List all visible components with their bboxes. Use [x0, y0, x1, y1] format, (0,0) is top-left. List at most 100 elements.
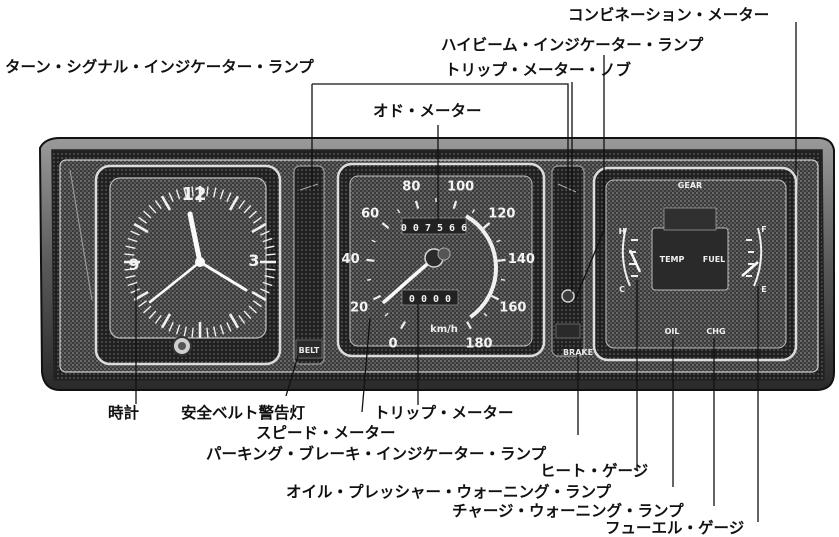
- oil-lamp-text: OIL: [665, 327, 680, 336]
- clock-tick: [265, 253, 276, 256]
- clock-tick: [243, 310, 252, 319]
- fuel-gauge-scale: F E: [741, 225, 767, 294]
- clock-tick: [191, 327, 194, 338]
- speedometer-tick: [366, 258, 375, 262]
- label-odometer: オド・メーター: [373, 102, 482, 120]
- speedometer-needle: [382, 256, 436, 304]
- speedometer-tick: [381, 222, 390, 229]
- clock-tick: [213, 187, 217, 198]
- clock-tick: [262, 281, 273, 287]
- clock-tick-marks: [124, 186, 276, 338]
- belt-lamp-text: BELT: [299, 346, 320, 355]
- clock-second-hand: [148, 260, 202, 304]
- clock-tick: [124, 253, 135, 256]
- brake-lamp-text: BRAKE: [563, 348, 593, 357]
- clock-tick: [183, 187, 187, 198]
- label-seatbelt-lamp: 安全ベルト警告灯: [181, 403, 306, 422]
- clock-tick: [252, 216, 262, 224]
- clock-tick: [175, 189, 181, 200]
- clock-tick: [265, 268, 276, 271]
- speedometer-tick: [466, 321, 472, 330]
- clock-tick: [264, 245, 275, 249]
- temp-label: TEMP: [660, 255, 685, 264]
- clock-tick: [228, 313, 240, 329]
- heat-high-mark: H: [619, 227, 626, 236]
- clock-tick: [125, 245, 136, 249]
- speedometer-tick: [482, 222, 491, 229]
- speedometer-tick: [490, 294, 500, 301]
- clock-tick: [251, 290, 267, 302]
- clock-tick: [226, 192, 232, 202]
- clock-tick: [264, 275, 275, 279]
- clock-tick: [148, 205, 157, 214]
- speedometer-numeral: 80: [402, 180, 420, 195]
- speedometer-tick: [384, 312, 389, 317]
- leader-lines: [135, 22, 797, 522]
- clock-tick: [183, 326, 187, 337]
- speedometer-numeral: 40: [342, 252, 360, 267]
- speedometer-numeral: 60: [361, 207, 379, 222]
- label-speedometer: スピード・メーター: [256, 424, 396, 442]
- speedometer-tick: [371, 239, 376, 243]
- clock-tick: [154, 314, 162, 324]
- label-fuel-gauge: フューエル・ゲージ: [605, 518, 745, 537]
- label-charge-lamp: チャージ・ウォーニング・ランプ: [452, 501, 684, 520]
- clock-tick: [238, 314, 246, 324]
- clock-tick: [206, 327, 209, 338]
- speedometer-tick: [471, 209, 476, 214]
- clock-tick: [206, 186, 209, 197]
- fuel-empty-mark: E: [761, 285, 766, 294]
- clock-tick: [154, 200, 162, 210]
- clock-tick: [260, 288, 270, 294]
- speedometer-tick: [396, 209, 401, 214]
- clock-tick: [138, 300, 148, 308]
- indicator-strip: BRAKE: [551, 165, 593, 357]
- clock-numeral-9: 9: [128, 255, 139, 274]
- clock-tick: [219, 189, 225, 200]
- odometer-digits: 0 0 7 5 6 6: [401, 223, 467, 234]
- heat-gauge-needle: [628, 249, 642, 273]
- gear-label: GEAR: [678, 181, 702, 190]
- clock-tick: [260, 230, 270, 236]
- clock-tick: [228, 195, 240, 211]
- label-heat-gauge: ヒート・ゲージ: [540, 461, 649, 480]
- speedometer-numeral: 120: [488, 207, 515, 222]
- fuel-full-mark: F: [761, 225, 766, 234]
- clock-tick: [243, 205, 252, 214]
- clock-tick: [251, 222, 267, 234]
- speedometer-tick: [452, 200, 458, 209]
- speedometer-numeral: 180: [465, 336, 492, 351]
- speedometer-band: [464, 214, 498, 319]
- clock-tick: [124, 268, 135, 271]
- seatbelt-warning-lamp: BELT: [293, 165, 325, 365]
- clock-tick: [175, 324, 181, 335]
- clock-tick: [248, 210, 257, 219]
- clock-tick: [125, 275, 136, 279]
- clock-tick: [238, 200, 246, 210]
- speedometer-tick: [372, 294, 382, 301]
- clock-tick: [130, 230, 140, 236]
- clock-tick: [262, 237, 273, 243]
- clock-tick: [226, 322, 232, 332]
- clock-tick: [148, 310, 157, 319]
- label-trip-meter: トリップ・メーター: [374, 403, 514, 422]
- speedometer-tick: [414, 200, 420, 209]
- clock-tick: [219, 324, 225, 335]
- heat-low-mark: C: [619, 285, 625, 294]
- callout-labels: コンビネーション・メーター ハイビーム・インジケーター・ランプ ターン・シグナル…: [5, 6, 769, 537]
- clock-numeral-3: 3: [248, 251, 259, 270]
- label-high-beam-lamp: ハイビーム・インジケーター・ランプ: [441, 35, 704, 54]
- clock-hour-hand: [187, 211, 203, 265]
- clock-tick: [252, 300, 262, 308]
- speedometer-tick: [497, 258, 506, 262]
- clock-tick: [130, 288, 140, 294]
- fuel-gauge-needle: [741, 261, 759, 277]
- clock-tick: [133, 222, 149, 234]
- odometer-window: [401, 217, 467, 235]
- fuel-label: FUEL: [703, 255, 726, 264]
- clock-tick: [168, 322, 174, 332]
- clock-gauge: 12 3 9: [94, 164, 282, 366]
- speed-unit: km/h: [430, 324, 458, 335]
